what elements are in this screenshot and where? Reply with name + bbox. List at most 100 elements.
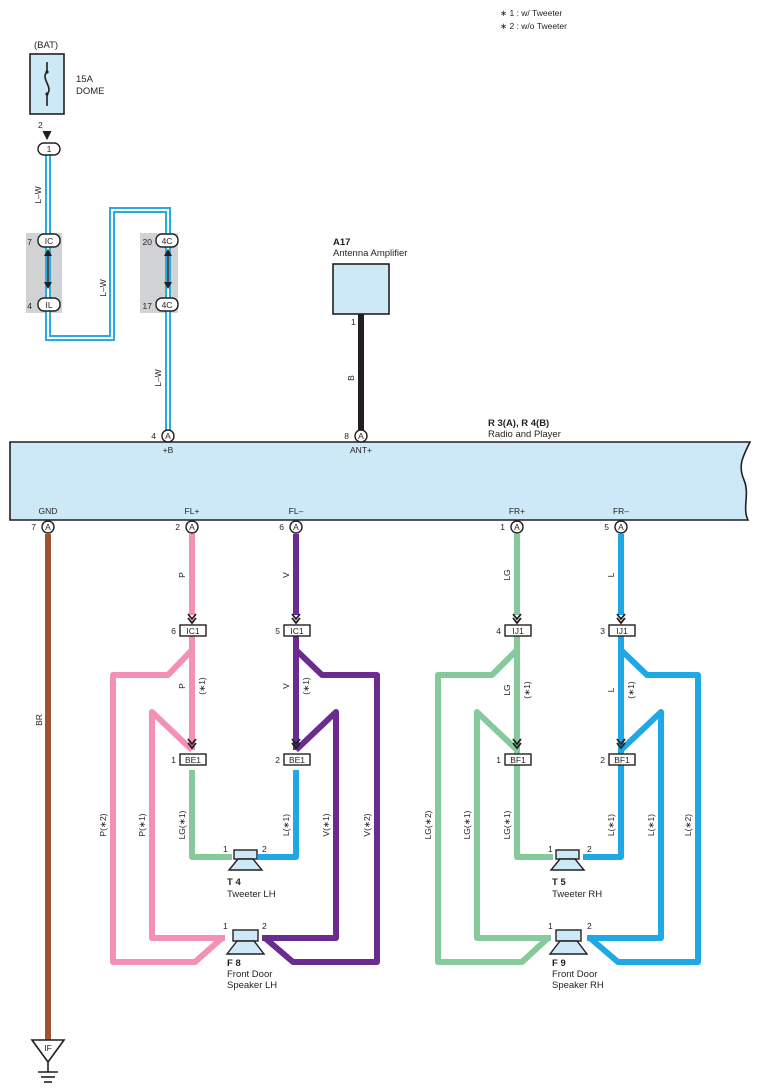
label-p1: P(∗1) <box>137 813 147 836</box>
radio-pin-ant: 8 A ANT+ <box>344 429 372 455</box>
svg-text:5: 5 <box>275 626 280 636</box>
svg-text:Front Door: Front Door <box>227 969 272 980</box>
wire-lg <box>435 534 553 965</box>
svg-text:1: 1 <box>171 755 176 765</box>
svg-text:2: 2 <box>587 921 592 931</box>
ground-symbol: IF <box>30 1039 66 1083</box>
speaker-icon <box>555 849 580 860</box>
label-br: BR <box>34 714 44 726</box>
amplifier-name: Antenna Amplifier <box>333 248 407 259</box>
radio-pin-fr-plus: FR+ 1 A <box>500 506 525 534</box>
svg-text:IJ1: IJ1 <box>512 626 524 636</box>
connector-bf1-pin1: 1 BF1 <box>496 738 532 766</box>
wire-l-tweeter-lh <box>258 770 299 860</box>
radio-name: Radio and Player <box>488 429 561 440</box>
label-lw-3: L–W <box>153 369 163 386</box>
label-l-tweeter: L <box>606 687 616 692</box>
svg-text:2: 2 <box>175 522 180 532</box>
label-l: L <box>606 572 616 577</box>
label-p: P <box>177 572 187 578</box>
svg-text:BE1: BE1 <box>185 755 201 765</box>
svg-text:20: 20 <box>143 237 153 247</box>
svg-text:A: A <box>358 431 364 441</box>
fuse-supply: (BAT) <box>34 40 58 51</box>
label-lg1-right: LG(∗1) <box>502 810 512 839</box>
svg-text:Speaker RH: Speaker RH <box>552 980 604 991</box>
connector-be1-pin2: 2 BE1 <box>275 738 311 766</box>
wire-lg-tweeter-lh <box>189 770 232 860</box>
svg-text:7: 7 <box>31 522 36 532</box>
speaker-icon <box>555 929 582 942</box>
label-lg2: LG(∗2) <box>423 810 433 839</box>
label-v: V <box>281 572 291 578</box>
label-v2: V(∗2) <box>362 813 372 836</box>
svg-text:IC: IC <box>45 236 54 246</box>
svg-text:FR+: FR+ <box>509 506 525 516</box>
svg-text:1: 1 <box>223 844 228 854</box>
label-l1-left: L(∗1) <box>281 814 291 836</box>
svg-text:BF1: BF1 <box>614 755 630 765</box>
tweeter-rh: 1 2 T 5 Tweeter RH <box>548 844 602 900</box>
label-l1-right-outer: L(∗1) <box>646 814 656 836</box>
fuse-down-arrow-icon <box>42 130 52 141</box>
label-lw-2: L–W <box>98 279 108 296</box>
legend-note-2: ∗ 2 : w/o Tweeter <box>500 21 567 31</box>
svg-text:A: A <box>618 522 624 532</box>
connector-ic1-pin5: 5 IC1 <box>275 613 311 637</box>
svg-text:6: 6 <box>279 522 284 532</box>
amplifier-box <box>332 263 390 315</box>
wire-p <box>110 534 225 965</box>
label-lg: LG <box>502 569 512 580</box>
svg-text:IJ1: IJ1 <box>616 626 628 636</box>
svg-text:Tweeter RH: Tweeter RH <box>552 889 602 900</box>
svg-text:BF1: BF1 <box>510 755 526 765</box>
radio-body <box>9 441 752 521</box>
front-door-speaker-rh: 1 2 F 9 Front Door Speaker RH <box>548 921 604 991</box>
radio-pin-fr-minus: FR– 5 A <box>604 506 629 534</box>
label-s1-left: (∗1) <box>197 677 207 695</box>
radio-pin-fl-plus: FL+ 2 A <box>175 506 200 534</box>
svg-text:IC1: IC1 <box>186 626 200 636</box>
label-lg1-right-outer: LG(∗1) <box>462 810 472 839</box>
svg-text:2: 2 <box>275 755 280 765</box>
svg-text:A: A <box>293 522 299 532</box>
fuse-connector-label: 1 <box>47 144 52 154</box>
connector-ij1-pin4: 4 IJ1 <box>496 613 532 637</box>
svg-text:8: 8 <box>344 431 349 441</box>
label-b: B <box>346 375 356 381</box>
svg-text:1: 1 <box>548 921 553 931</box>
connector-be1-pin1: 1 BE1 <box>171 738 207 766</box>
connector-ic1-pin6: 6 IC1 <box>171 613 207 637</box>
svg-text:+B: +B <box>163 445 174 455</box>
wire-l <box>583 534 701 965</box>
wire-v <box>262 534 380 965</box>
label-s1-blue: (∗1) <box>626 681 636 699</box>
svg-text:7: 7 <box>27 237 32 247</box>
junction-right: 20 4C 17 4C <box>143 233 179 312</box>
svg-text:5: 5 <box>604 522 609 532</box>
svg-text:FL+: FL+ <box>185 506 200 516</box>
fuse-name: DOME <box>76 86 105 97</box>
svg-text:4: 4 <box>27 301 32 311</box>
label-p-tweeter: P <box>177 683 187 689</box>
svg-text:FR–: FR– <box>613 506 629 516</box>
svg-text:F 8: F 8 <box>227 958 241 969</box>
svg-text:2: 2 <box>262 921 267 931</box>
speaker-icon <box>233 849 258 860</box>
fuse-pin: 2 <box>38 120 43 130</box>
label-lw-1: L–W <box>33 186 43 203</box>
svg-text:Speaker LH: Speaker LH <box>227 980 277 991</box>
fuse-connector <box>37 142 61 156</box>
radio-pin-gnd: GND 7 A <box>31 506 57 534</box>
svg-text:IC1: IC1 <box>290 626 304 636</box>
svg-text:A: A <box>514 522 520 532</box>
label-s1-green: (∗1) <box>522 681 532 699</box>
junction-left: 7 IC 4 IL <box>27 233 61 312</box>
svg-text:ANT+: ANT+ <box>350 445 372 455</box>
svg-text:3: 3 <box>600 626 605 636</box>
svg-text:2: 2 <box>587 844 592 854</box>
radio-id: R 3(A), R 4(B) <box>488 418 549 429</box>
svg-text:4: 4 <box>496 626 501 636</box>
svg-text:4: 4 <box>151 431 156 441</box>
